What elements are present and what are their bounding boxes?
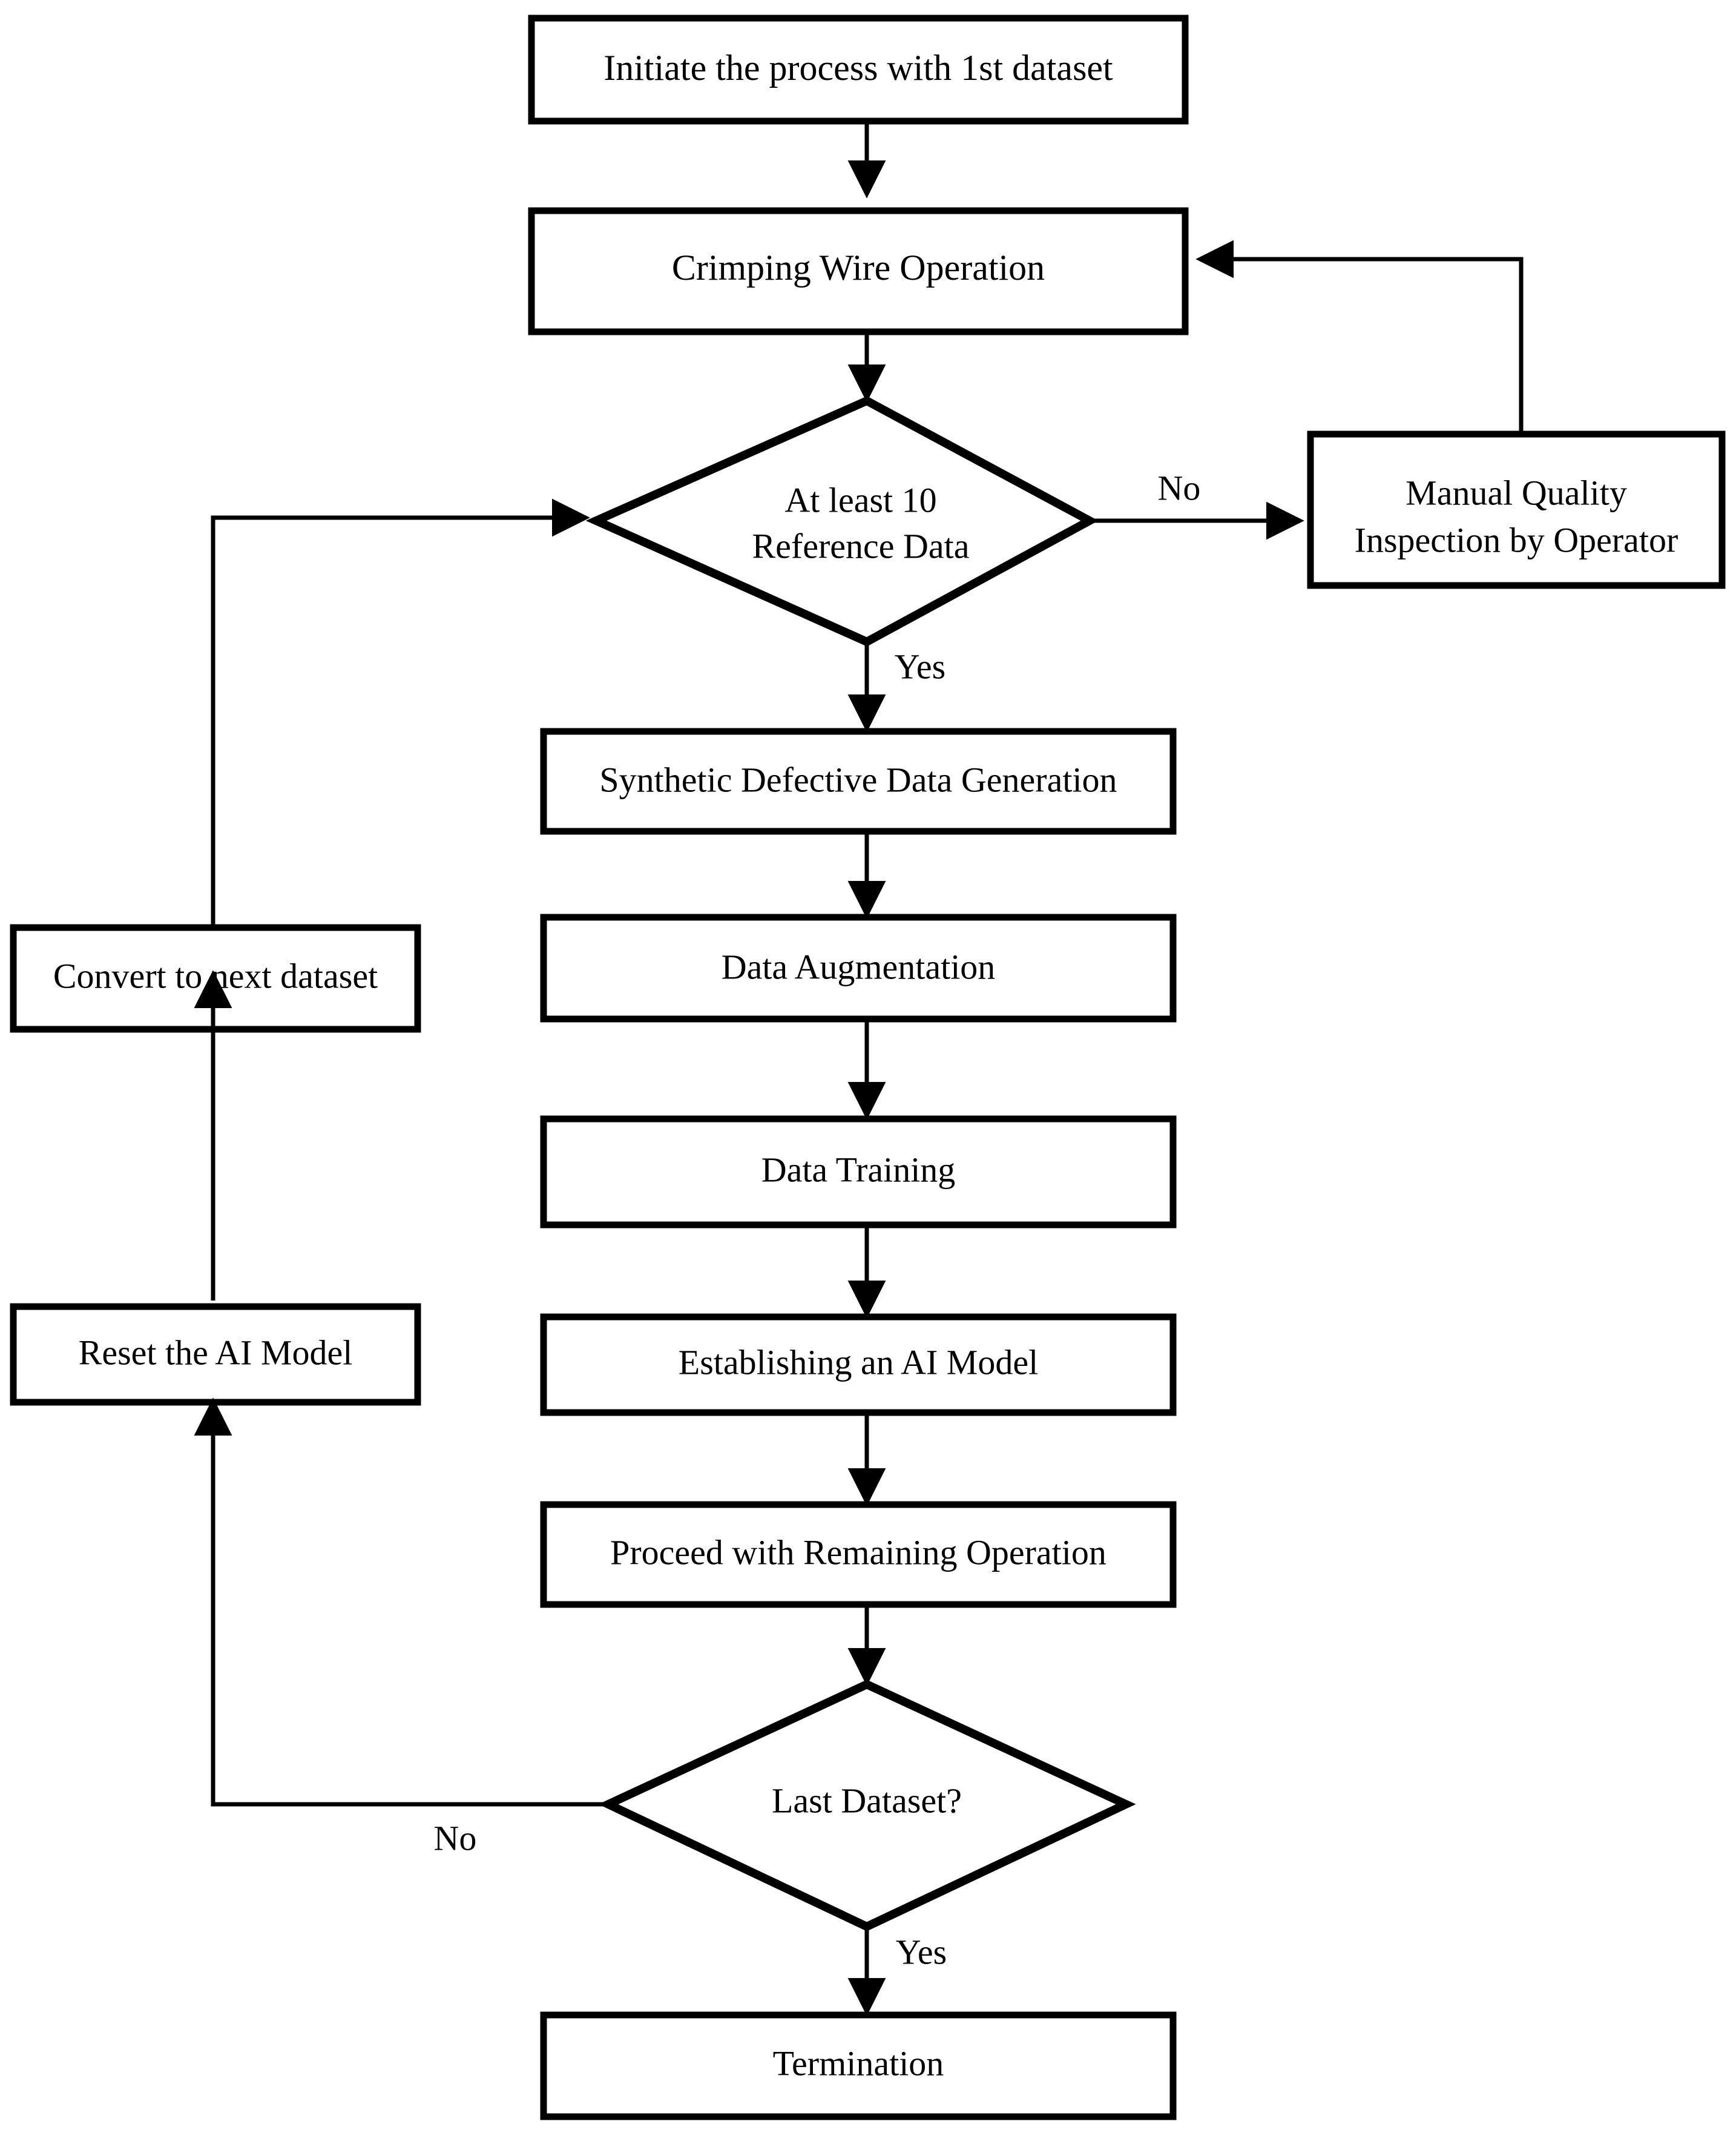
node-data-augmentation[interactable]: Data Augmentation	[540, 914, 1177, 1023]
node-reset-the-ai-model[interactable]: Reset the AI Model	[10, 1303, 421, 1406]
node-synthetic-defective-data-generation-label: Synthetic Defective Data Generation	[599, 760, 1117, 799]
node-convert-to-next-dataset[interactable]: Convert to next dataset	[10, 924, 421, 1033]
edge-lastdataset-to-reset	[194, 1397, 608, 1807]
edge-label-refdata-yes: Yes	[895, 647, 945, 686]
edge-label-lastdataset-yes: Yes	[896, 1932, 947, 1971]
node-proceed-remaining-operation[interactable]: Proceed with Remaining Operation	[540, 1501, 1177, 1608]
node-manual-quality-inspection-label-line2: Inspection by Operator	[1355, 520, 1678, 559]
node-initiate-process[interactable]: Initiate the process with 1st dataset	[528, 15, 1189, 125]
node-data-training-label: Data Training	[761, 1150, 956, 1189]
node-termination-label: Termination	[773, 2043, 944, 2083]
edge-convert-to-refdata	[211, 498, 590, 926]
edge-manual-to-crimping	[1195, 240, 1524, 434]
node-crimping-wire-operation[interactable]: Crimping Wire Operation	[528, 207, 1189, 335]
node-termination[interactable]: Termination	[540, 2011, 1177, 2120]
node-data-training[interactable]: Data Training	[540, 1115, 1177, 1228]
node-reset-the-ai-model-label: Reset the AI Model	[79, 1333, 353, 1372]
node-manual-quality-inspection-label-line1: Manual Quality	[1406, 473, 1627, 512]
node-crimping-wire-operation-label: Crimping Wire Operation	[672, 248, 1045, 288]
node-at-least-10-reference-data[interactable]: At least 10 Reference Data	[585, 396, 1099, 647]
node-data-augmentation-label: Data Augmentation	[722, 947, 996, 986]
node-convert-to-next-dataset-label: Convert to next dataset	[53, 956, 378, 995]
edge-label-refdata-no: No	[1158, 468, 1201, 507]
edge-label-lastdataset-no: No	[434, 1818, 477, 1858]
node-establishing-ai-model[interactable]: Establishing an AI Model	[540, 1313, 1177, 1416]
node-manual-quality-inspection[interactable]: Manual Quality Inspection by Operator	[1307, 430, 1726, 589]
node-proceed-remaining-operation-label: Proceed with Remaining Operation	[610, 1532, 1106, 1572]
node-last-dataset-decision-label: Last Dataset?	[772, 1781, 962, 1820]
node-establishing-ai-model-label: Establishing an AI Model	[679, 1342, 1038, 1382]
node-at-least-10-reference-data-label-line1: At least 10	[784, 480, 936, 519]
node-initiate-process-label: Initiate the process with 1st dataset	[603, 48, 1113, 88]
node-last-dataset-decision[interactable]: Last Dataset?	[598, 1680, 1136, 1931]
node-synthetic-defective-data-generation[interactable]: Synthetic Defective Data Generation	[540, 728, 1177, 835]
node-at-least-10-reference-data-label-line2: Reference Data	[752, 526, 969, 566]
